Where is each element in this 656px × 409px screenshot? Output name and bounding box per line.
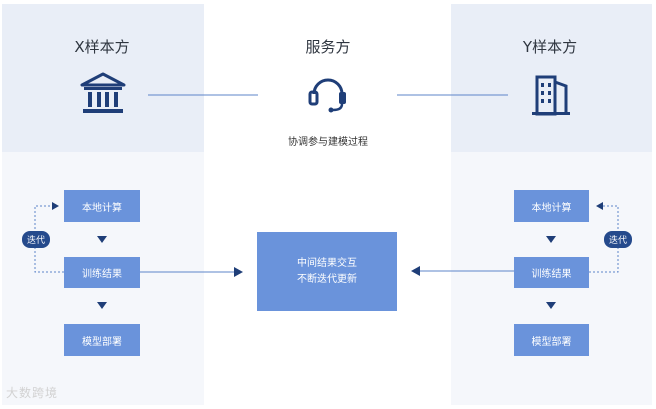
left-down-arrow-1 (97, 236, 107, 243)
right-down-arrow-2 (546, 302, 556, 309)
left-step-model-deploy: 模型部署 (64, 324, 140, 356)
right-iterate-arrowhead (596, 202, 603, 210)
left-party-panel-top (2, 4, 204, 152)
left-down-arrow-2 (97, 302, 107, 309)
left-to-center-arrowhead (234, 267, 243, 277)
bank-icon (80, 72, 126, 113)
center-box-line-1: 中间结果交互 (297, 257, 357, 269)
left-step-training-result: 训练结果 (64, 257, 140, 288)
building-icon (532, 75, 570, 116)
center-box-line-2: 不断迭代更新 (297, 273, 357, 285)
left-party-title: X样本方 (74, 38, 130, 56)
right-iterate-label: 迭代 (604, 231, 632, 248)
right-party-title: Y样本方 (522, 38, 578, 56)
right-step-training-result: 训练结果 (514, 257, 589, 288)
left-iterate-arrowhead (52, 202, 59, 210)
headset-icon (308, 78, 346, 113)
right-step-local-compute: 本地计算 (514, 190, 589, 222)
left-iterate-label: 迭代 (22, 231, 50, 248)
right-step-model-deploy: 模型部署 (514, 324, 589, 356)
right-down-arrow-1 (546, 236, 556, 243)
service-subtitle: 协调参与建模过程 (288, 137, 368, 148)
center-exchange-box: 中间结果交互 不断迭代更新 (257, 232, 397, 311)
left-step-local-compute: 本地计算 (64, 190, 140, 222)
watermark-logo: 大数跨境 (6, 384, 58, 401)
watermark-text: 大数跨境 (6, 386, 59, 400)
right-to-center-arrowhead (411, 266, 420, 276)
service-title: 服务方 (305, 38, 351, 56)
